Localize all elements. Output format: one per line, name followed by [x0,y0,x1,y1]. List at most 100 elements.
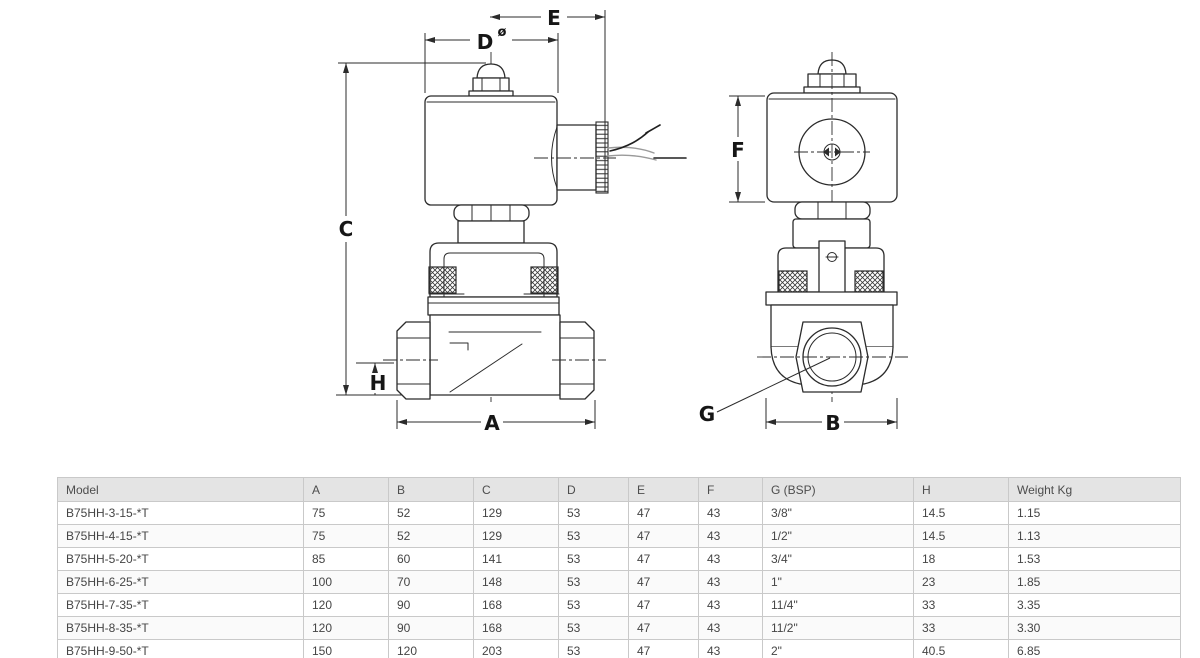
dimension-c: C [335,62,486,396]
value-cell: 1.85 [1008,570,1181,594]
front-view: E D ø C [335,6,687,435]
value-cell: 100 [303,570,389,594]
dimension-a: A [396,400,596,435]
value-cell: 43 [698,547,763,571]
value-cell: 120 [388,639,474,658]
model-cell: B75HH-3-15-*T [57,501,304,525]
column-header-f: F [698,477,763,502]
value-cell: 168 [473,616,559,640]
value-cell: 75 [303,524,389,548]
value-cell: 141 [473,547,559,571]
value-cell: 1.53 [1008,547,1181,571]
value-cell: 1/2" [762,524,914,548]
value-cell: 150 [303,639,389,658]
value-cell: 18 [913,547,1009,571]
column-header-a: A [303,477,389,502]
front-coil [424,95,558,206]
lead-wires [607,124,687,161]
side-valve-body [757,291,908,393]
value-cell: 14.5 [913,501,1009,525]
value-cell: 47 [628,524,699,548]
value-cell: 3.30 [1008,616,1181,640]
value-cell: 43 [698,524,763,548]
value-cell: 43 [698,570,763,594]
value-cell: 14.5 [913,524,1009,548]
value-cell: 3.35 [1008,593,1181,617]
value-cell: 47 [628,639,699,658]
value-cell: 53 [558,616,629,640]
value-cell: 129 [473,501,559,525]
value-cell: 3/4" [762,547,914,571]
dim-label-g: G [699,402,715,426]
column-header-weight-kg: Weight Kg [1008,477,1181,502]
column-header-model: Model [57,477,304,502]
dim-label-f: F [731,138,745,162]
value-cell: 43 [698,616,763,640]
value-cell: 11/4" [762,593,914,617]
column-header-e: E [628,477,699,502]
value-cell: 43 [698,501,763,525]
value-cell: 1.13 [1008,524,1181,548]
value-cell: 47 [628,616,699,640]
model-cell: B75HH-4-15-*T [57,524,304,548]
dim-label-d: D [477,30,494,54]
value-cell: 53 [558,547,629,571]
value-cell: 203 [473,639,559,658]
dim-label-b: B [825,411,840,435]
column-header-g-bsp-: G (BSP) [762,477,914,502]
value-cell: 85 [303,547,389,571]
value-cell: 53 [558,570,629,594]
value-cell: 90 [388,593,474,617]
value-cell: 70 [388,570,474,594]
column-header-h: H [913,477,1009,502]
value-cell: 43 [698,639,763,658]
value-cell: 90 [388,616,474,640]
dimension-g: G [699,357,831,426]
dim-label-e: E [547,6,561,30]
value-cell: 53 [558,501,629,525]
valve-technical-drawing: E D ø C [335,6,908,435]
value-cell: 6.85 [1008,639,1181,658]
front-hex-nut [453,204,530,222]
model-cell: B75HH-5-20-*T [57,547,304,571]
column-header-b: B [388,477,474,502]
front-conduit-connector [534,121,687,194]
dimension-d: D ø [424,25,559,93]
front-cap-nut [468,63,514,97]
value-cell: 148 [473,570,559,594]
value-cell: 33 [913,593,1009,617]
value-cell: 60 [388,547,474,571]
value-cell: 52 [388,524,474,548]
value-cell: 3/8" [762,501,914,525]
value-cell: 47 [628,593,699,617]
value-cell: 1" [762,570,914,594]
model-cell: B75HH-9-50-*T [57,639,304,658]
model-cell: B75HH-6-25-*T [57,570,304,594]
dim-label-c: C [339,217,354,241]
value-cell: 11/2" [762,616,914,640]
value-cell: 129 [473,524,559,548]
dim-label-h: H [370,371,387,395]
dim-label-a: A [484,411,500,435]
center-mark [835,147,841,157]
diameter-symbol: ø [498,25,507,40]
value-cell: 53 [558,639,629,658]
dimension-b: B [765,398,898,435]
value-cell: 53 [558,524,629,548]
value-cell: 53 [558,593,629,617]
side-bonnet [777,201,885,294]
side-view: F [699,52,908,435]
model-cell: B75HH-7-35-*T [57,593,304,617]
value-cell: 47 [628,570,699,594]
value-cell: 52 [388,501,474,525]
value-cell: 168 [473,593,559,617]
